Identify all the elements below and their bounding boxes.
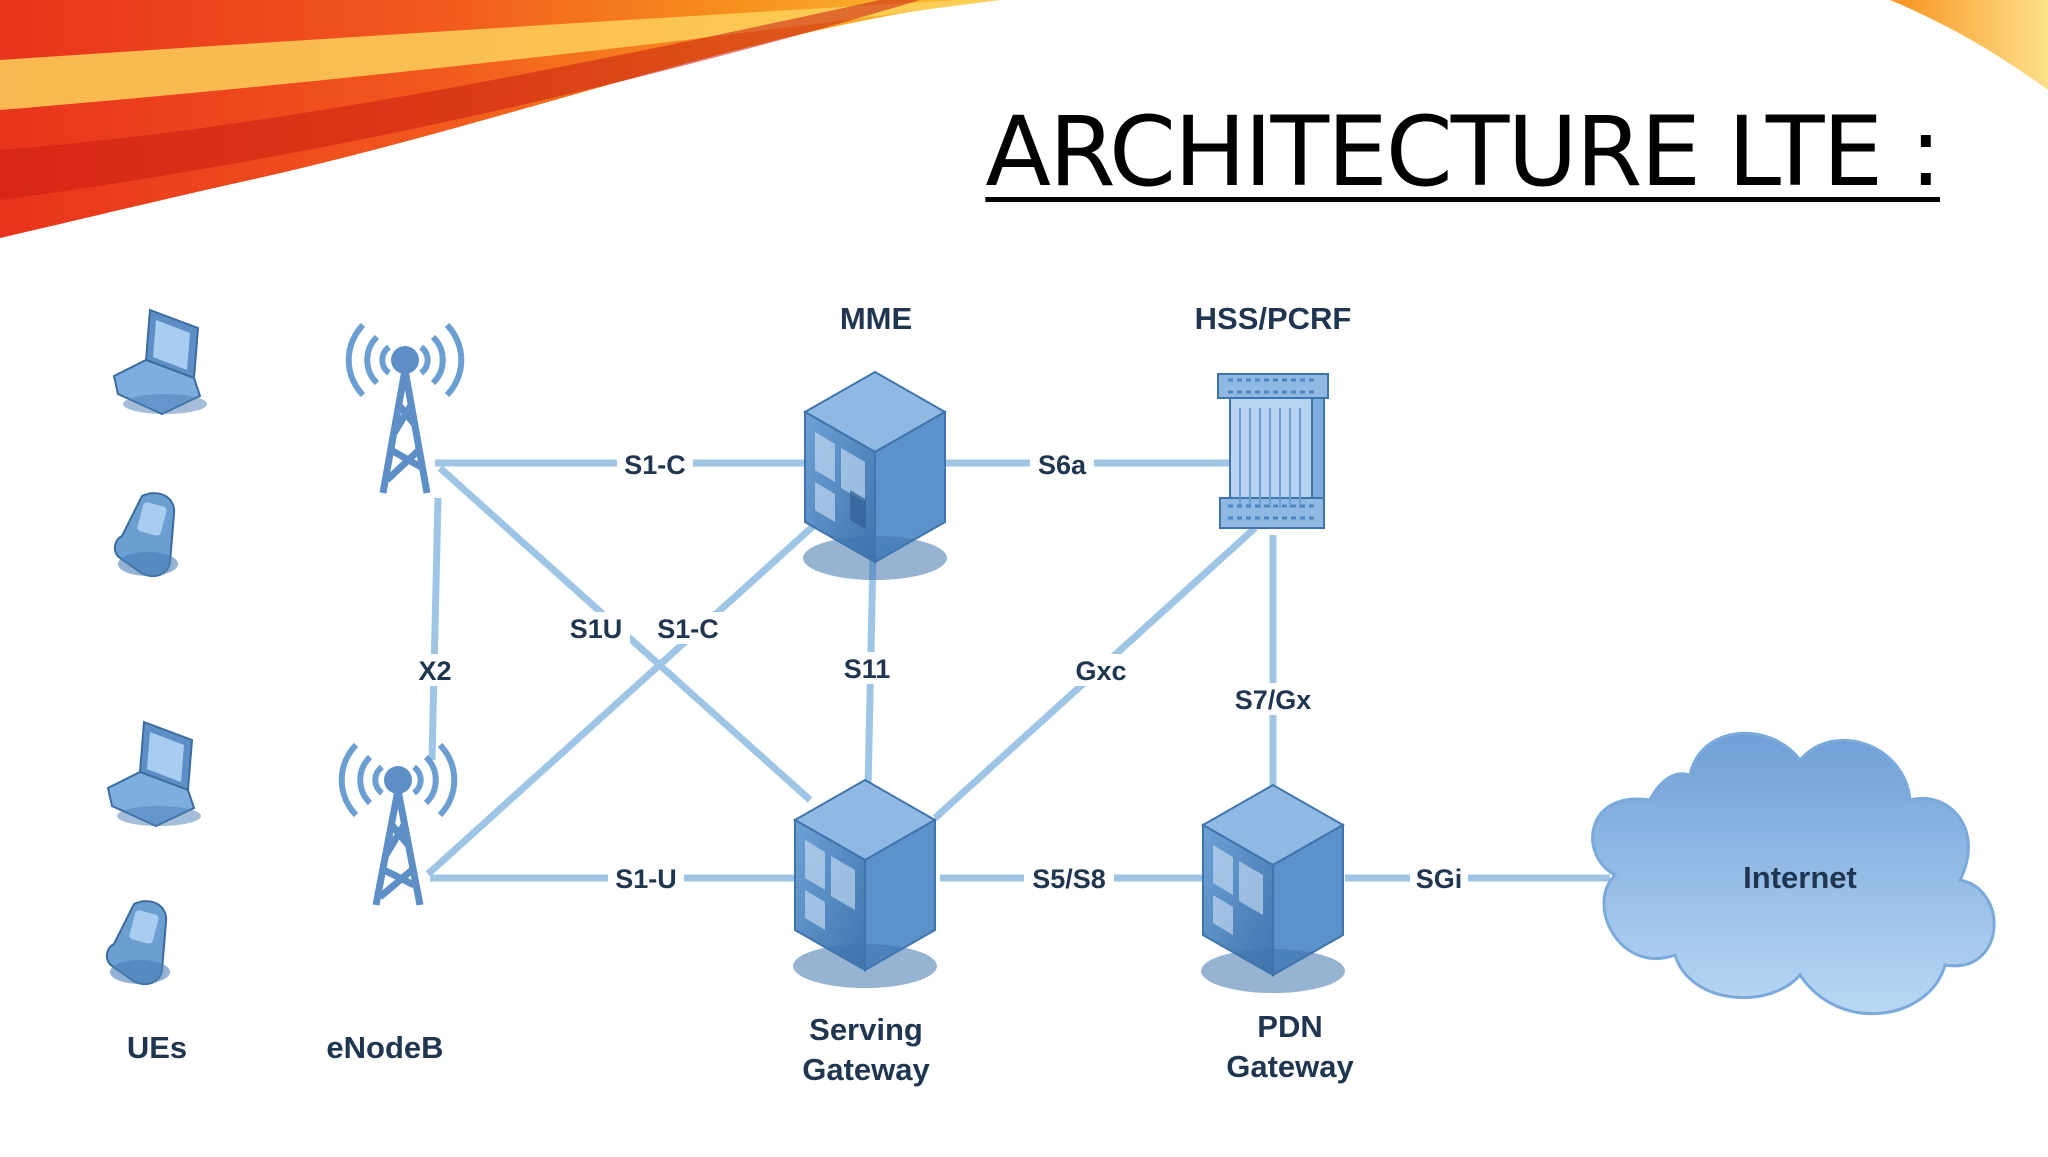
link-labels: S1-C S6a S1U S1-C X2 S11 Gxc S7/Gx S1-U … — [410, 448, 1468, 894]
link-label-x2: X2 — [418, 656, 451, 686]
phone-icon-2 — [106, 900, 170, 986]
node-label-internet: Internet — [1743, 860, 1857, 895]
internet-cloud-icon — [1591, 731, 1996, 1016]
sgw-server-icon — [792, 778, 938, 988]
link-label-s1u-bottom: S1-U — [615, 864, 677, 894]
node-label-sgw-line2: Gateway — [802, 1052, 930, 1087]
link-label-s7gx: S7/Gx — [1235, 685, 1312, 715]
slide-title: ARCHITECTURE LTE : — [985, 96, 1942, 208]
link-label-s5s8: S5/S8 — [1032, 864, 1106, 894]
link-s1c-cross — [425, 517, 823, 877]
node-label-hss: HSS/PCRF — [1195, 301, 1352, 336]
node-label-mme: MME — [840, 301, 912, 336]
phone-icon — [114, 492, 178, 578]
mme-server-icon — [802, 370, 948, 580]
link-label-s1c-cross: S1-C — [657, 614, 719, 644]
link-label-s11: S11 — [844, 654, 891, 684]
node-labels: MME HSS/PCRF UEs eNodeB Serving Gateway … — [127, 301, 1857, 1087]
link-label-gxc: Gxc — [1075, 656, 1126, 686]
node-label-enodeb: eNodeB — [326, 1030, 443, 1065]
antenna-icon — [345, 322, 465, 494]
laptop-icon-2 — [106, 720, 201, 828]
node-label-pgw-line2: Gateway — [1226, 1049, 1354, 1084]
laptop-icon — [112, 308, 207, 416]
node-label-ues: UEs — [127, 1030, 187, 1065]
link-x2 — [428, 497, 442, 761]
links — [425, 459, 1610, 882]
node-label-pgw-line1: PDN — [1257, 1009, 1322, 1044]
link-label-s1c-top: S1-C — [624, 450, 686, 480]
hss-rack-icon — [1217, 373, 1329, 529]
antenna-icon-2 — [338, 742, 458, 906]
pgw-server-icon — [1200, 783, 1346, 993]
decorative-ribbon — [0, 0, 2048, 238]
node-label-sgw-line1: Serving — [809, 1012, 923, 1047]
link-label-sgi: SGi — [1416, 864, 1463, 894]
link-label-s6a: S6a — [1038, 450, 1087, 480]
link-label-s1u-cross: S1U — [570, 614, 623, 644]
